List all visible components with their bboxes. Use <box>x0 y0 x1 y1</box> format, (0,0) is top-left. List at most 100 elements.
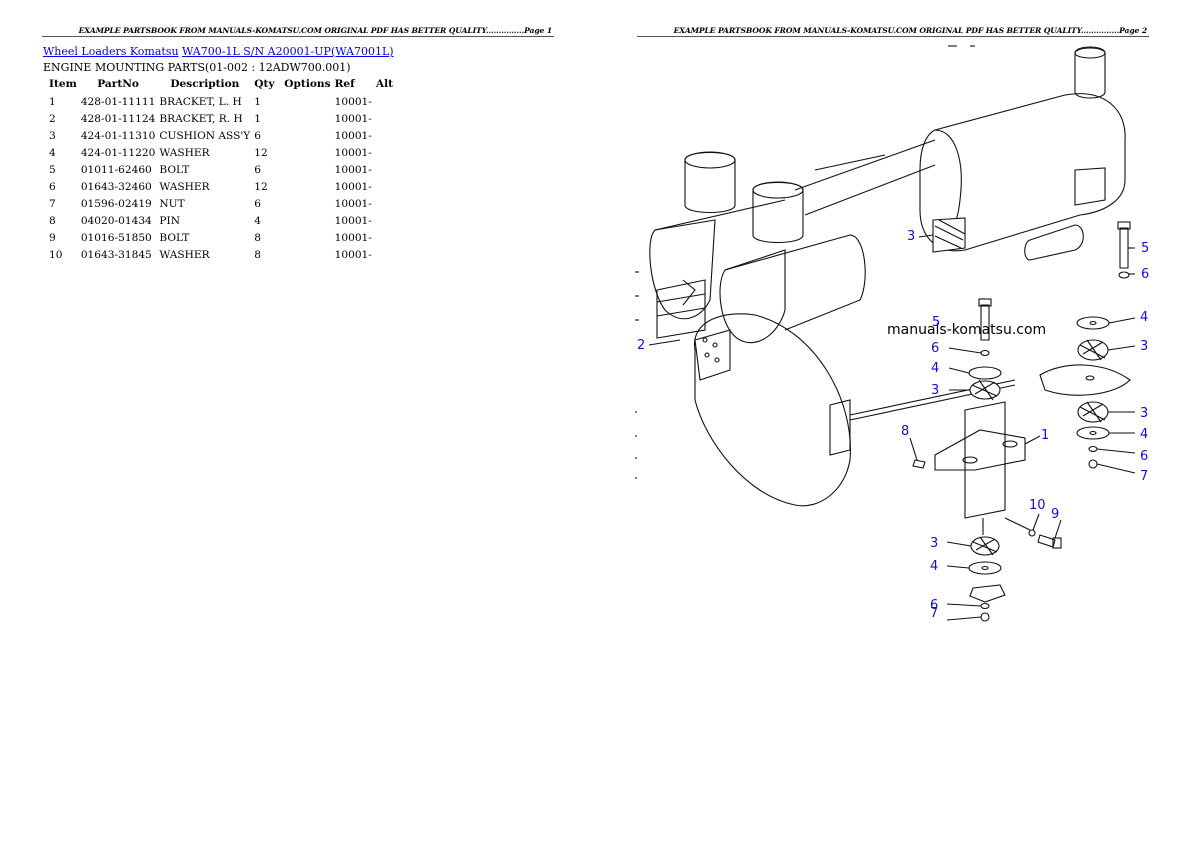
table-header-row: Item PartNo Description Qty Options Ref … <box>45 76 395 93</box>
callout-4: 4 <box>930 559 939 574</box>
callout-3: 3 <box>931 383 940 398</box>
cell-qty: 8 <box>254 248 262 261</box>
cell-partno: 424-01-11220 <box>80 146 156 159</box>
callout-4: 4 <box>1140 427 1149 442</box>
cell-alt <box>374 144 395 161</box>
parts-diagram: manuals-komatsu.com 3 5 6 2 5 4 6 3 4 3 … <box>635 40 1155 640</box>
cell-options <box>282 195 332 212</box>
cell-options <box>282 178 332 195</box>
callout-3: 3 <box>907 229 916 244</box>
cell-description: BRACKET, R. H <box>159 112 243 125</box>
breadcrumb: Wheel Loaders Komatsu WA700-1L S/N A2000… <box>43 45 394 58</box>
cell-ref: 10001- <box>334 180 372 193</box>
cell-item: 4 <box>49 146 56 159</box>
cell-qty: 12 <box>254 146 268 159</box>
cell-ref: 10001- <box>334 214 372 227</box>
col-header-item: Item <box>49 78 77 90</box>
cell-ref: 10001- <box>334 112 372 125</box>
cell-qty: 4 <box>254 214 262 227</box>
cell-options <box>282 144 332 161</box>
cell-qty: 1 <box>254 112 262 125</box>
cell-description: WASHER <box>159 180 210 193</box>
col-header-description: Description <box>170 78 240 90</box>
table-row: 10 01643-31845 WASHER 8 10001- <box>45 246 395 263</box>
cell-ref: 10001- <box>334 197 372 210</box>
col-header-options: Options <box>284 78 331 90</box>
cell-options <box>282 93 332 110</box>
cell-alt <box>374 212 395 229</box>
cell-description: WASHER <box>159 146 210 159</box>
cell-qty: 6 <box>254 197 262 210</box>
cell-alt <box>374 195 395 212</box>
parts-table: Item PartNo Description Qty Options Ref … <box>45 76 395 263</box>
cell-options <box>282 229 332 246</box>
col-header-alt: Alt <box>375 78 394 90</box>
callout-8: 8 <box>901 424 910 439</box>
header-divider <box>42 36 554 37</box>
cell-ref: 10001- <box>334 163 372 176</box>
cell-partno: 01643-31845 <box>80 248 152 261</box>
cell-ref: 10001- <box>334 129 372 142</box>
cell-description: WASHER <box>159 248 210 261</box>
callout-7: 7 <box>930 606 939 621</box>
header-divider <box>637 36 1149 37</box>
cell-partno: 428-01-11124 <box>80 112 156 125</box>
callout-10: 10 <box>1029 498 1046 513</box>
section-title: ENGINE MOUNTING PARTS(01-002 : 12ADW700.… <box>43 61 351 74</box>
cell-options <box>282 110 332 127</box>
callout-5: 5 <box>932 315 941 330</box>
table-row: 1 428-01-11111 BRACKET, L. H 1 10001- <box>45 93 395 110</box>
cell-description: PIN <box>159 214 180 227</box>
callout-6: 6 <box>930 598 939 613</box>
cell-description: BOLT <box>159 231 190 244</box>
callout-4: 4 <box>1140 310 1149 325</box>
callout-3: 3 <box>1140 406 1149 421</box>
cell-qty: 6 <box>254 129 262 142</box>
col-header-ref: Ref <box>334 78 355 90</box>
table-row: 3 424-01-11310 CUSHION ASS'Y 6 10001- <box>45 127 395 144</box>
cell-alt <box>374 110 395 127</box>
cell-partno: 01011-62460 <box>80 163 152 176</box>
cell-ref: 10001- <box>334 231 372 244</box>
table-row: 6 01643-32460 WASHER 12 10001- <box>45 178 395 195</box>
cell-alt <box>374 127 395 144</box>
cell-item: 9 <box>49 231 56 244</box>
cell-ref: 10001- <box>334 248 372 261</box>
breadcrumb-link-category[interactable]: Wheel Loaders Komatsu <box>43 45 179 58</box>
cell-description: NUT <box>159 197 185 210</box>
page-header: EXAMPLE PARTSBOOK FROM MANUALS-KOMATSU.C… <box>78 26 552 35</box>
table-row: 5 01011-62460 BOLT 6 10001- <box>45 161 395 178</box>
callout-3: 3 <box>930 536 939 551</box>
cell-item: 2 <box>49 112 56 125</box>
cell-item: 3 <box>49 129 56 142</box>
callout-6: 6 <box>1140 449 1149 464</box>
cell-item: 6 <box>49 180 56 193</box>
cell-options <box>282 127 332 144</box>
cell-description: BRACKET, L. H <box>159 95 242 108</box>
cell-alt <box>374 178 395 195</box>
table-row: 4 424-01-11220 WASHER 12 10001- <box>45 144 395 161</box>
callout-4: 4 <box>931 361 940 376</box>
cell-qty: 8 <box>254 231 262 244</box>
cell-options <box>282 212 332 229</box>
breadcrumb-link-model[interactable]: WA700-1L S/N A20001-UP(WA7001L) <box>182 45 394 58</box>
cell-partno: 01596-02419 <box>80 197 152 210</box>
callout-5: 5 <box>1141 241 1150 256</box>
cell-alt <box>374 161 395 178</box>
cell-partno: 04020-01434 <box>80 214 152 227</box>
cell-options <box>282 161 332 178</box>
cell-partno: 424-01-11310 <box>80 129 156 142</box>
cell-options <box>282 246 332 263</box>
cell-partno: 01643-32460 <box>80 180 152 193</box>
engine-mount-drawing <box>635 45 1136 622</box>
col-header-qty: Qty <box>254 78 275 90</box>
callout-6: 6 <box>1141 267 1150 282</box>
cell-ref: 10001- <box>334 95 372 108</box>
watermark: manuals-komatsu.com <box>887 322 1047 338</box>
callout-3: 3 <box>1140 339 1149 354</box>
callout-9: 9 <box>1051 507 1060 522</box>
callout-1: 1 <box>1041 428 1050 443</box>
cell-item: 7 <box>49 197 56 210</box>
cell-partno: 01016-51850 <box>80 231 152 244</box>
callout-6: 6 <box>931 341 940 356</box>
